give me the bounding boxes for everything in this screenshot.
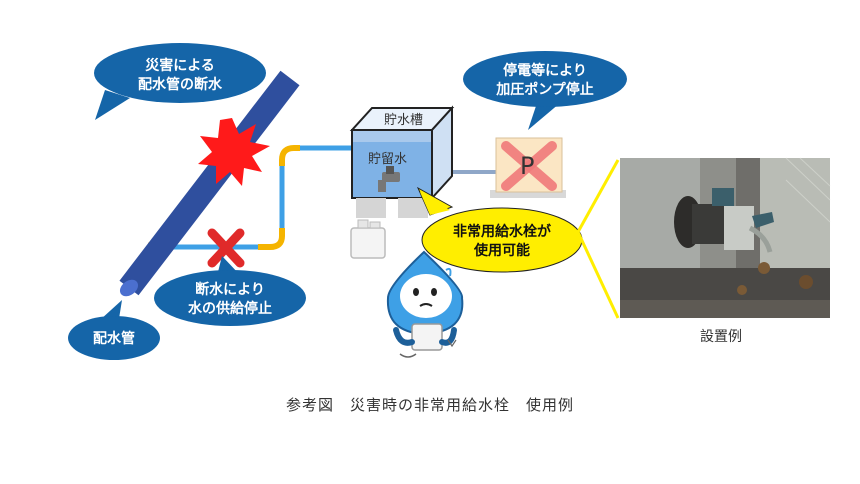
power-outage-bubble: 停電等により 加圧ポンプ停止 <box>463 51 627 130</box>
tank-label: 貯水槽 <box>384 113 423 128</box>
installation-photo <box>620 157 831 318</box>
svg-text:災害による: 災害による <box>145 57 215 74</box>
svg-text:停電等により: 停電等により <box>503 62 587 79</box>
installation-example-label: 設置例 <box>700 329 742 345</box>
water-container-icon <box>350 219 386 259</box>
emergency-tap-callout: 非常用給水栓が 使用可能 <box>416 186 583 273</box>
faucet-icon <box>378 166 400 192</box>
water-drop-mascot <box>386 250 464 358</box>
svg-text:配水管: 配水管 <box>93 330 135 347</box>
svg-text:加圧ポンプ停止: 加圧ポンプ停止 <box>495 81 594 98</box>
figure-caption: 参考図 災害時の非常用給水栓 使用例 <box>285 396 574 414</box>
svg-text:断水により: 断水により <box>195 281 265 298</box>
main-water-pipe <box>119 70 300 297</box>
pump-unit: P <box>490 137 566 198</box>
pump-letter: P <box>520 152 534 180</box>
svg-text:水の供給停止: 水の供給停止 <box>188 300 272 317</box>
svg-text:使用可能: 使用可能 <box>473 242 530 259</box>
photo-connector-lines <box>576 159 620 319</box>
tank-base-left <box>356 198 386 218</box>
supply-stop-bubble: 断水により 水の供給停止 <box>154 256 306 326</box>
disaster-break-bubble: 災害による 配水管の断水 <box>94 43 266 120</box>
main-pipe-bubble: 配水管 <box>68 300 160 360</box>
svg-text:配水管の断水: 配水管の断水 <box>138 76 223 93</box>
supply-stop-cross-icon <box>207 228 245 268</box>
tank-base-right <box>398 198 428 218</box>
svg-text:非常用給水栓が: 非常用給水栓が <box>453 223 552 240</box>
water-tank: 貯水槽 貯留水 <box>349 105 455 218</box>
burst-icon <box>198 118 270 186</box>
stored-water-label: 貯留水 <box>368 152 407 167</box>
